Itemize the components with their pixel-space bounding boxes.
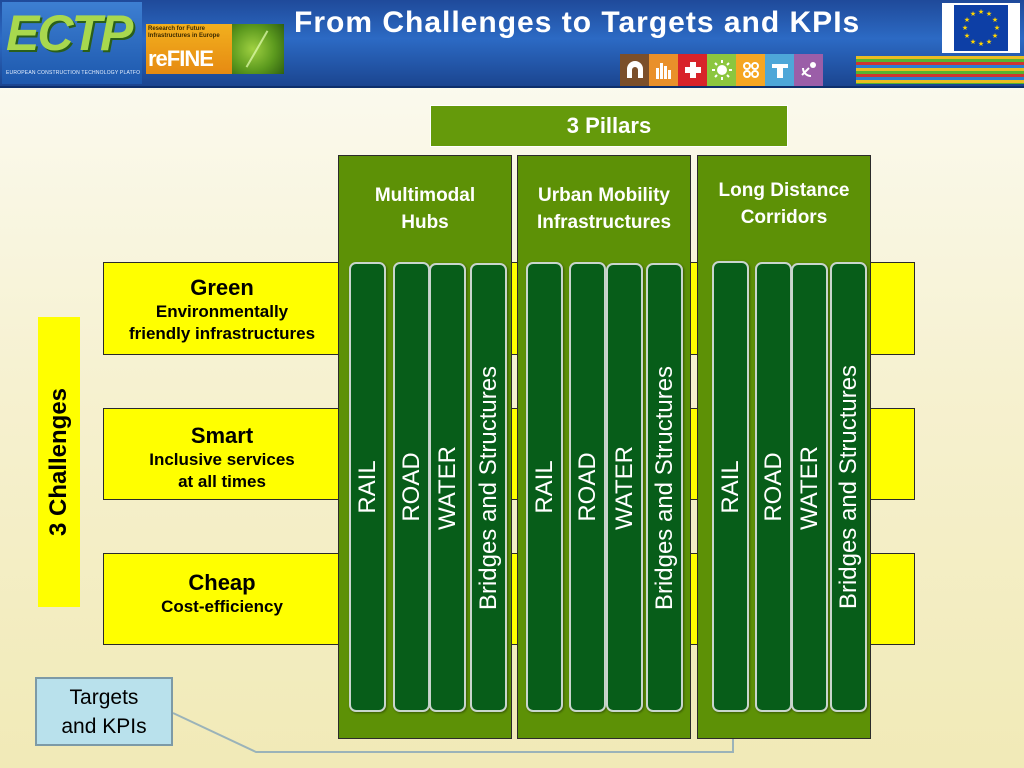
challenges-label: 3 Challenges	[38, 317, 80, 607]
satellite-icon	[794, 54, 823, 86]
eu-flag-icon: ★★★ ★★★ ★★★ ★★★	[942, 3, 1020, 53]
mode-label: ROAD	[397, 452, 425, 522]
mode-column-bridges: Bridges and Structures	[830, 262, 867, 712]
mode-column-bridges: Bridges and Structures	[646, 263, 683, 712]
pillar-urban-mobility: Urban Mobility Infrastructures RAIL ROAD…	[517, 155, 691, 739]
leaf-image	[232, 24, 284, 74]
targets-line: and KPIs	[61, 714, 147, 738]
targets-kpis-box: Targets and KPIs	[35, 677, 173, 746]
mode-column-road: ROAD	[755, 262, 792, 712]
tunnel-icon	[620, 54, 649, 86]
mode-label: ROAD	[573, 452, 601, 522]
svg-text:★: ★	[994, 24, 1000, 32]
challenge-sub: Cost-efficiency	[161, 597, 283, 616]
mode-column-road: ROAD	[393, 262, 430, 712]
slide-title: From Challenges to Targets and KPIs	[294, 6, 861, 39]
pillar-title: Long Distance Corridors	[698, 177, 870, 231]
mode-label: RAIL	[530, 460, 558, 514]
mode-column-rail: RAIL	[712, 261, 749, 712]
pillar-title-line: Infrastructures	[536, 212, 672, 233]
svg-text:★: ★	[986, 10, 992, 18]
health-cross-icon	[678, 54, 707, 86]
svg-text:★: ★	[970, 38, 976, 46]
pillar-long-distance-corridors: Long Distance Corridors RAIL ROAD WATER …	[697, 155, 871, 739]
pillars-title: 3 Pillars	[430, 105, 788, 147]
mode-column-water: WATER	[429, 263, 466, 712]
refine-logo: Research for Future Infrastructures in E…	[146, 24, 232, 74]
svg-text:★: ★	[992, 32, 998, 40]
svg-text:★: ★	[962, 24, 968, 32]
challenge-sub: friendly infrastructures	[128, 324, 316, 343]
refine-logo-text: reFINE	[148, 46, 214, 71]
slide-header: ECTP EUROPEAN CONSTRUCTION TECHNOLOGY PL…	[0, 0, 1024, 88]
color-stripe-decoration	[856, 56, 1024, 84]
mode-label: Bridges and Structures	[650, 365, 678, 610]
challenge-head: Green	[190, 275, 254, 300]
challenge-text-cheap: Cheap Cost-efficiency	[104, 570, 340, 618]
targets-line: Targets	[69, 685, 139, 709]
mode-column-rail: RAIL	[349, 262, 386, 712]
ectp-logo: ECTP EUROPEAN CONSTRUCTION TECHNOLOGY PL…	[2, 2, 142, 84]
challenge-sub: Environmentally	[155, 302, 289, 321]
mode-label: WATER	[795, 445, 823, 530]
mode-label: Bridges and Structures	[474, 365, 502, 610]
svg-text:★: ★	[986, 38, 992, 46]
mode-label: RAIL	[353, 460, 381, 514]
svg-text:★: ★	[964, 16, 970, 24]
pillar-title-line: Multimodal	[374, 185, 476, 206]
mode-label: WATER	[433, 445, 461, 530]
ectp-logo-subtitle: EUROPEAN CONSTRUCTION TECHNOLOGY PLATFOR…	[6, 70, 140, 76]
challenge-head: Smart	[190, 423, 254, 448]
bridge-icon	[765, 54, 794, 86]
network-icon	[736, 54, 765, 86]
pillar-multimodal-hubs: Multimodal Hubs RAIL ROAD WATER Bridges …	[338, 155, 512, 739]
challenge-sub: Inclusive services	[149, 450, 295, 469]
mode-label: RAIL	[716, 459, 744, 514]
theme-icons-row	[620, 54, 823, 86]
pillar-title-line: Urban Mobility	[538, 185, 670, 206]
pillar-title-line: Hubs	[401, 212, 449, 233]
challenge-head: Cheap	[188, 570, 256, 595]
pillar-title-line: Long Distance	[718, 180, 850, 201]
svg-text:★: ★	[978, 40, 984, 48]
pillar-title: Multimodal Hubs	[339, 182, 511, 236]
mode-column-water: WATER	[791, 263, 828, 712]
mode-column-bridges: Bridges and Structures	[470, 263, 507, 712]
sun-icon	[707, 54, 736, 86]
mode-label: ROAD	[759, 452, 787, 522]
mode-column-rail: RAIL	[526, 262, 563, 712]
mode-label: Bridges and Structures	[834, 364, 862, 610]
challenge-text-green: Green Environmentally friendly infrastru…	[104, 275, 340, 345]
refine-logo-tagline: Research for Future Infrastructures in E…	[148, 26, 220, 39]
pillar-title: Urban Mobility Infrastructures	[518, 182, 690, 236]
svg-text:★: ★	[970, 10, 976, 18]
challenge-sub: at all times	[178, 472, 266, 491]
svg-text:★: ★	[964, 32, 970, 40]
mode-column-water: WATER	[606, 263, 643, 712]
ectp-logo-text: ECTP	[6, 5, 133, 61]
city-icon	[649, 54, 678, 86]
mode-column-road: ROAD	[569, 262, 606, 712]
challenges-label-text: 3 Challenges	[45, 387, 72, 537]
pillar-title-line: Corridors	[740, 207, 828, 228]
svg-text:★: ★	[992, 16, 998, 24]
svg-text:★: ★	[978, 8, 984, 16]
challenge-text-smart: Smart Inclusive services at all times	[104, 423, 340, 493]
mode-label: WATER	[610, 445, 638, 530]
